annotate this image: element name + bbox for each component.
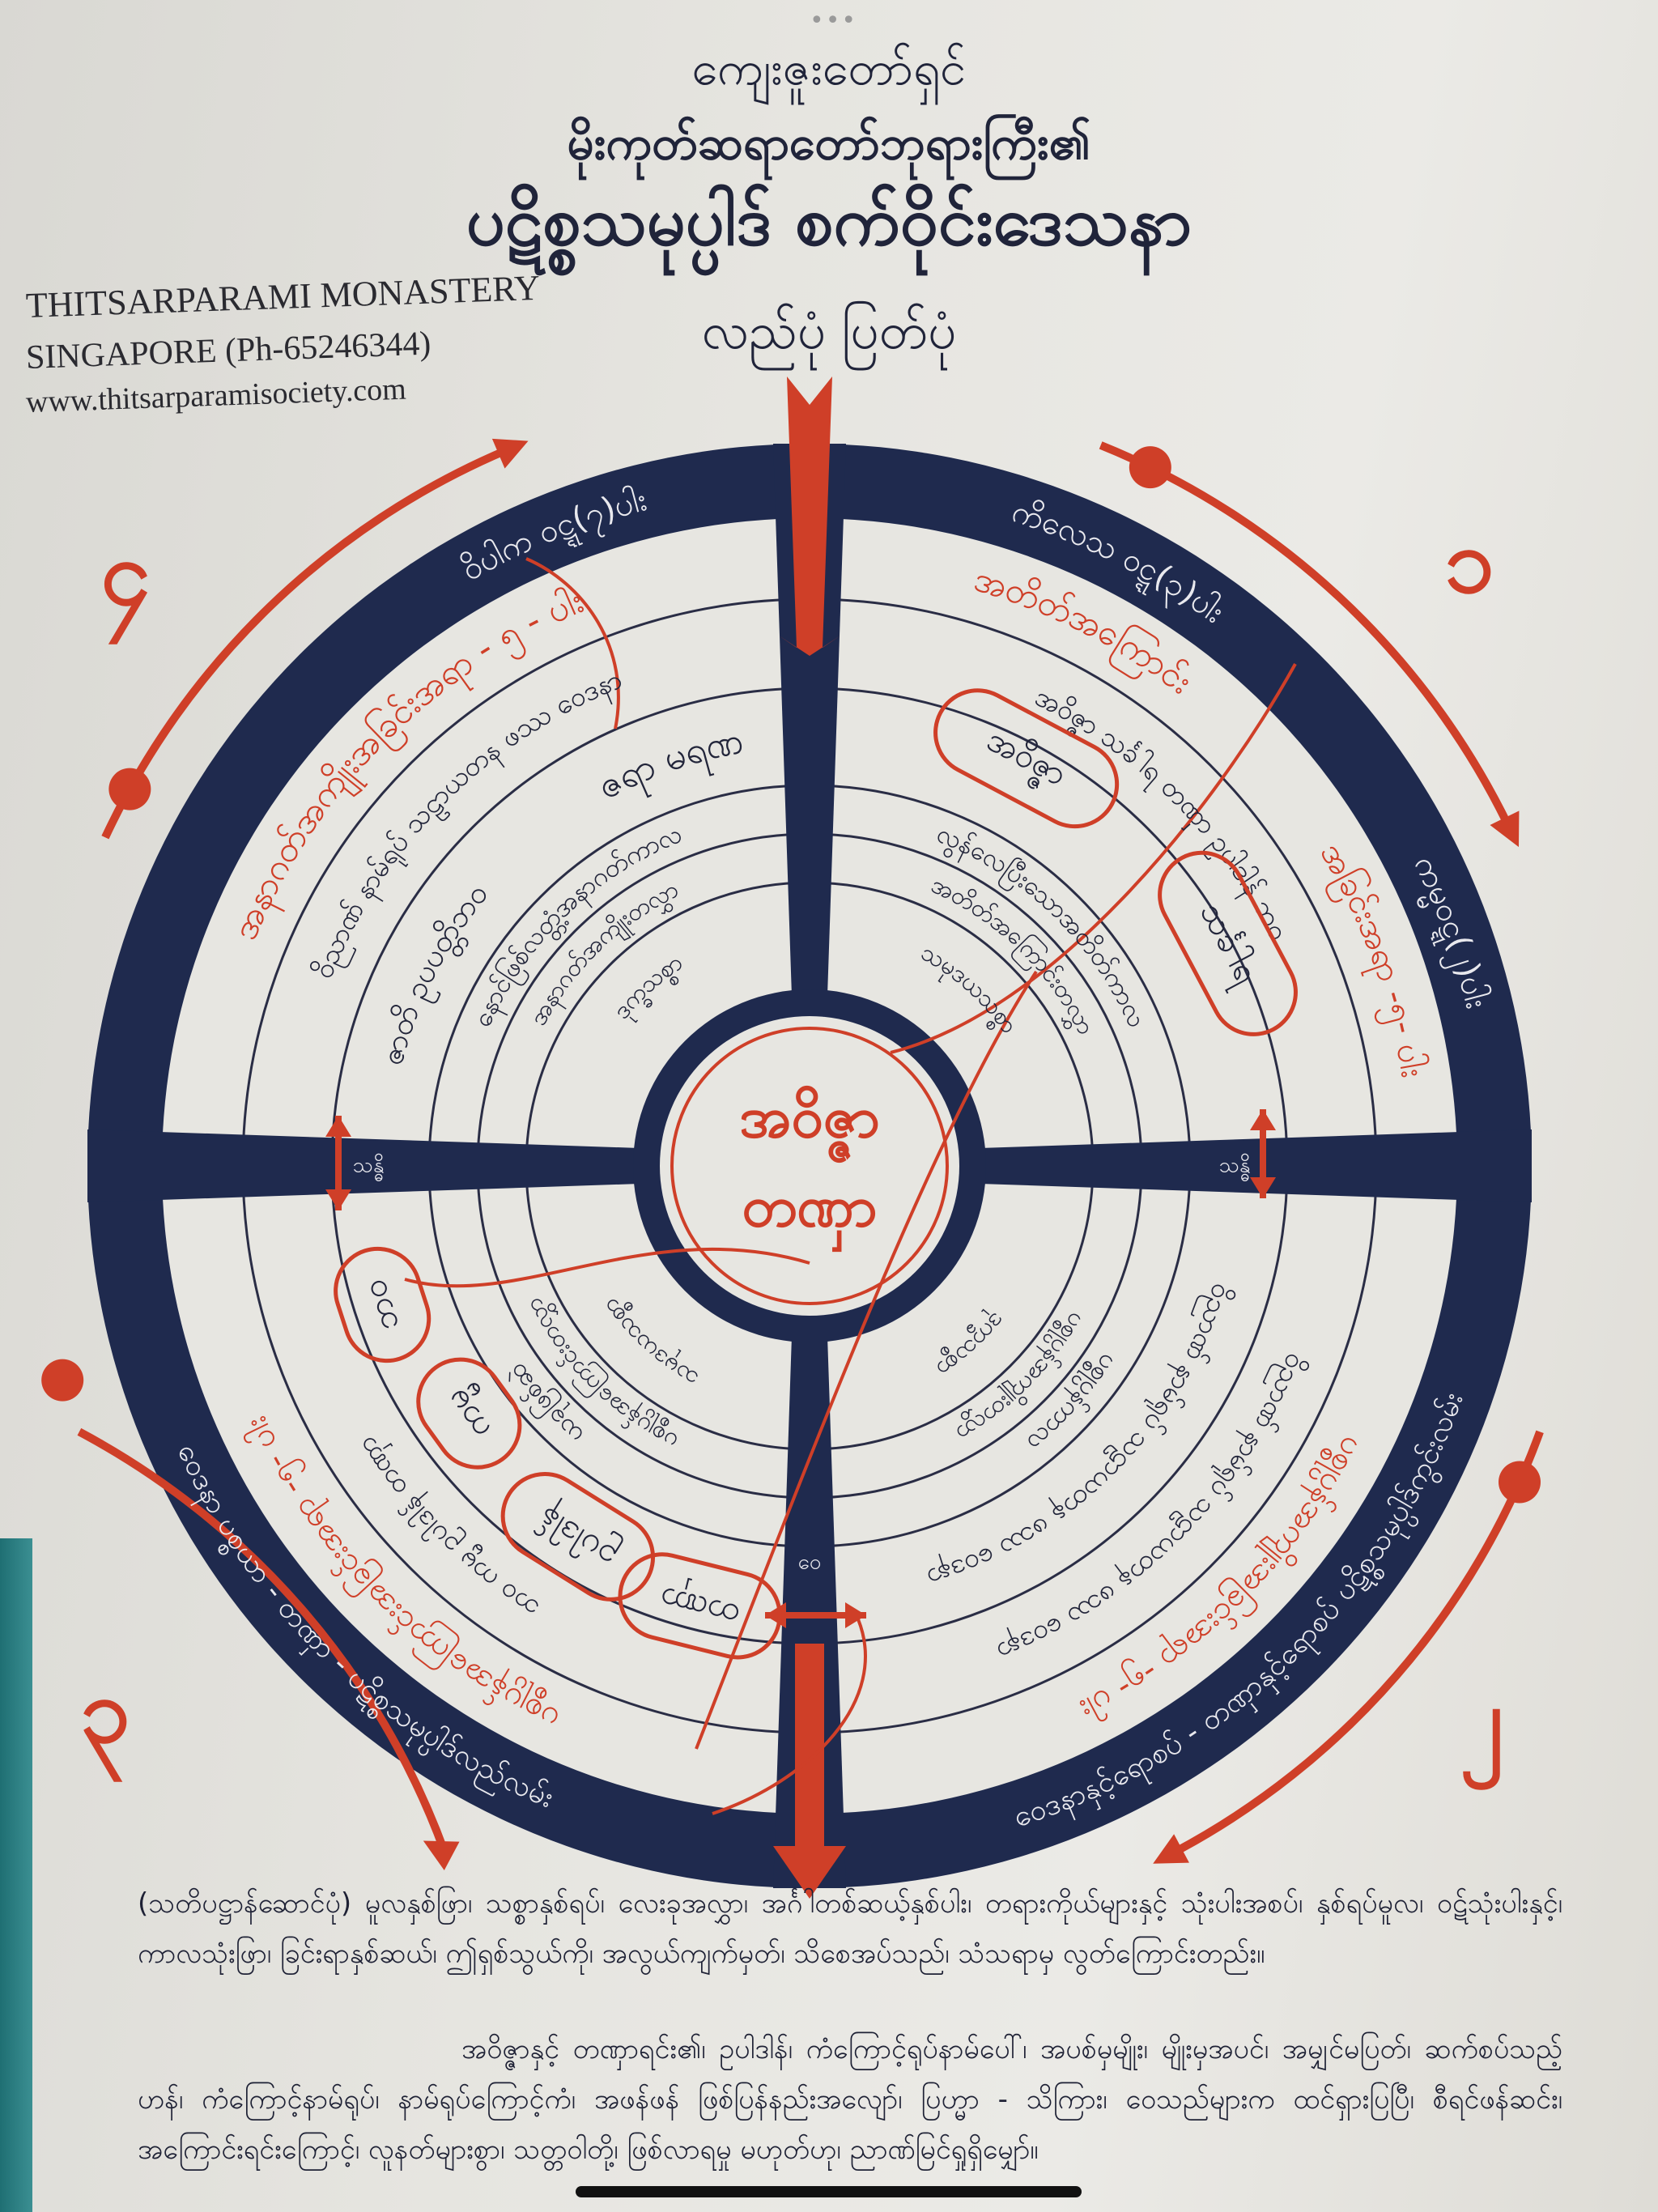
center-label-avijja: အဝိဇ္ဇာ <box>739 1084 880 1163</box>
center-label-tanha: တဏှာ <box>742 1173 877 1253</box>
bottom-arrow-head <box>773 1846 846 1899</box>
link-1 <box>890 663 1297 1054</box>
spoke-label-right: သန္ဓိ <box>1219 1153 1251 1182</box>
page-subtitle: လည်ပုံ ပြတ်ပုံ <box>701 301 957 360</box>
bottom-spoke-arrow-head <box>845 1602 866 1628</box>
link-3 <box>695 970 1038 1750</box>
spoke-label-left: သန္ဓိ <box>353 1153 385 1182</box>
arrow-q4 <box>101 446 508 840</box>
oval-kamma-outline <box>416 1357 522 1470</box>
quadrant-number-4: ၄ <box>100 521 151 644</box>
center-red-line <box>670 1027 949 1305</box>
quadrant-number-1: ၁ <box>1444 508 1494 612</box>
notes-paragraph-2: အဝိဇ္ဇာနှင့် တဏှာရင်း၏၊ ဥပါဒါန်၊ ကံကြောင… <box>138 2033 1562 2166</box>
header-line-2: မိုးကုတ်ဆရာတော်ဘုရားကြီး၏ <box>567 115 1091 170</box>
home-indicator[interactable] <box>576 2186 1082 2197</box>
left-spoke-arrow-head <box>325 1116 351 1137</box>
arrow-q1-head <box>1490 810 1520 848</box>
arrow-q2-tail <box>1499 1461 1541 1504</box>
spoke-right <box>980 1129 1532 1202</box>
left-spoke-arrow-head <box>325 1189 351 1210</box>
oval-upadana-outline <box>500 1472 656 1602</box>
spoke-top <box>773 444 846 996</box>
spoke-left <box>87 1129 640 1202</box>
arrow-q3-head <box>423 1840 460 1870</box>
notes-paragraph-1: (သတိပဋ္ဌာန်ဆောင်ပုံ) မူလနှစ်ဖြာ၊ သစ္စာနှ… <box>138 1887 1562 1970</box>
quadrant-number-3: ၃ <box>80 1658 130 1781</box>
menu-dots[interactable]: ••• <box>810 6 858 35</box>
link-4 <box>525 557 620 730</box>
arrow-q1 <box>1099 441 1512 827</box>
arrow-q1-tail <box>1129 446 1171 489</box>
oval-bhava-outline <box>334 1246 432 1363</box>
arrow-q4-tail <box>108 768 151 810</box>
arrow-q4-head <box>491 438 529 469</box>
right-spoke-arrow-head <box>1250 1177 1276 1198</box>
oval-tanha-outline <box>618 1552 782 1660</box>
bottom-arrow-shaft <box>795 1644 824 1846</box>
quadrant-number-2: ၂ <box>1460 1666 1503 1789</box>
arrow-q3-tail <box>41 1359 84 1402</box>
spoke-label-bottom: ဝေ <box>798 1551 822 1575</box>
link-5 <box>712 1619 867 1815</box>
arrow-q2-head <box>1153 1834 1189 1864</box>
center-hub <box>660 1016 959 1316</box>
top-arrow <box>779 376 840 656</box>
oval-avijja-outline <box>933 688 1120 829</box>
header-line-1: ကျေးဇူးတော်ရှင် <box>691 40 967 96</box>
link-2 <box>404 1247 810 1288</box>
arrow-q2 <box>1172 1430 1544 1857</box>
right-spoke-arrow-head <box>1250 1109 1276 1130</box>
page-title: ပဋိစ္စသမုပ္ပါဒ် စက်ဝိုင်းဒေသနာ <box>466 181 1192 261</box>
arrow-q3 <box>77 1427 449 1854</box>
background-edge <box>0 1538 32 2212</box>
oval-sankhara-outline <box>1158 850 1298 1036</box>
